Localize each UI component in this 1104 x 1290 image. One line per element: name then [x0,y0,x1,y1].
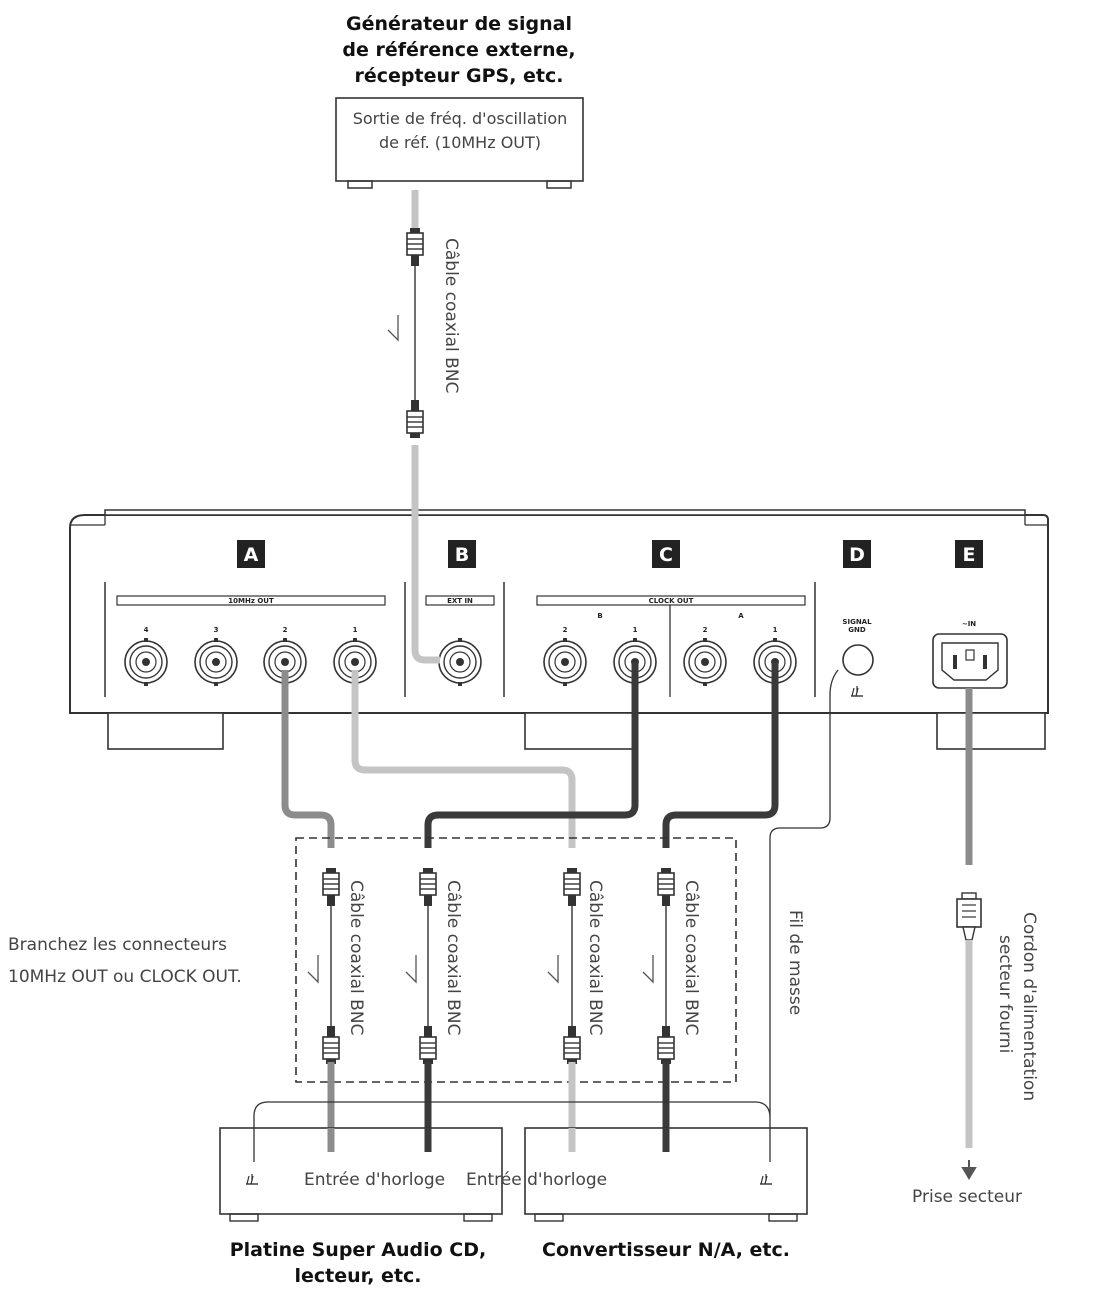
label-strip-ext-in [425,595,495,606]
svg-text:D: D [849,544,865,566]
note-line-1: Branchez les connecteurs [8,935,227,955]
reference-generator-box [335,97,584,189]
direction-arrow-2 [405,955,417,984]
label-10mhz-out: 10MHz OUT [228,597,274,605]
direction-arrow-4 [642,955,654,984]
source-title-line-3: récepteur GPS, etc. [355,65,564,87]
section-badge-b: B [448,540,476,568]
port-number-clock-b2: 2 [563,626,568,634]
cable-10mhz-1 [351,670,576,848]
section-badge-d: D [843,540,871,568]
port-number-clock-b1: 1 [633,626,638,634]
master-clock-rear-panel [69,509,1049,750]
label-ext-in: EXT IN [447,597,473,605]
direction-arrow-3 [547,955,559,984]
source-title-line-2: de référence externe, [342,39,575,61]
label-strip-10mhz [116,595,386,606]
cable-clock-a1 [662,662,779,848]
bnc-label-4: Câble coaxial BNC [681,880,701,1035]
label-clock-out: CLOCK OUT [649,597,694,605]
port-number-clock-a2: 2 [703,626,708,634]
note-line-2: 10MHz OUT ou CLOCK OUT. [8,967,242,987]
port-number-10mhz-4: 4 [144,626,149,634]
arrow-down-icon [961,1160,977,1180]
clock-group-a: A [738,612,744,620]
dac-title: Convertisseur N/A, etc. [542,1239,790,1261]
cable-ext-in [411,445,440,664]
bnc-label-3: Câble coaxial BNC [585,880,605,1035]
section-badge-c: C [652,540,680,568]
clock-input-cd-player: Entrée d'horloge [304,1170,445,1190]
ac-inlet[interactable] [932,633,1008,689]
power-cord-line-1: Cordon d'alimentation [1019,912,1039,1101]
ground-wire [253,669,839,1150]
direction-arrow-top [387,315,399,342]
power-cord-line-2: secteur fourni [995,935,1015,1053]
cable-clock-b1 [424,662,639,848]
source-output-line-2: de réf. (10MHz OUT) [379,133,541,152]
port-number-10mhz-1: 1 [353,626,358,634]
port-number-10mhz-2: 2 [283,626,288,634]
ground-wire-label: Fil de masse [785,910,805,1015]
bnc-cable-4 [657,867,675,1065]
outlet-label: Prise secteur [912,1187,1022,1207]
bnc-cable-1 [322,867,340,1065]
section-badge-a: A [237,540,265,568]
bnc-plug-top-lower [406,399,424,439]
bnc-cable-3 [563,867,581,1065]
section-badge-e: E [955,540,983,568]
cd-player-title-line-2: lecteur, etc. [294,1265,421,1287]
cd-player-title-line-1: Platine Super Audio CD, [230,1239,487,1261]
signal-gnd-line-1: SIGNAL [842,618,872,626]
cable-10mhz-2 [281,670,335,848]
svg-text:C: C [659,544,673,566]
signal-gnd-line-2: GND [848,626,866,634]
clock-group-b: B [597,612,602,620]
bnc-cables-group [295,837,737,1083]
bnc-label-1: Câble coaxial BNC [346,880,366,1035]
svg-text:A: A [244,544,259,566]
port-number-10mhz-3: 3 [214,626,219,634]
bnc-label-2: Câble coaxial BNC [443,880,463,1035]
bnc-label-top: Câble coaxial BNC [441,238,461,393]
port-number-clock-a1: 1 [773,626,778,634]
clock-input-dac: Entrée d'horloge [466,1170,607,1190]
source-title-line-1: Générateur de signal [346,13,572,35]
bnc-plug-top-upper [406,227,424,267]
cd-player-box [219,1127,503,1222]
signal-ground-terminal[interactable] [842,644,874,676]
svg-text:B: B [455,544,469,566]
power-plug [956,892,982,941]
svg-text:E: E [963,544,976,566]
label-strip-clock-out [536,595,806,606]
source-output-line-1: Sortie de fréq. d'oscillation [353,109,568,128]
ac-in-label: ~IN [962,620,976,628]
direction-arrow-1 [307,955,319,984]
bnc-cable-2 [419,867,437,1065]
